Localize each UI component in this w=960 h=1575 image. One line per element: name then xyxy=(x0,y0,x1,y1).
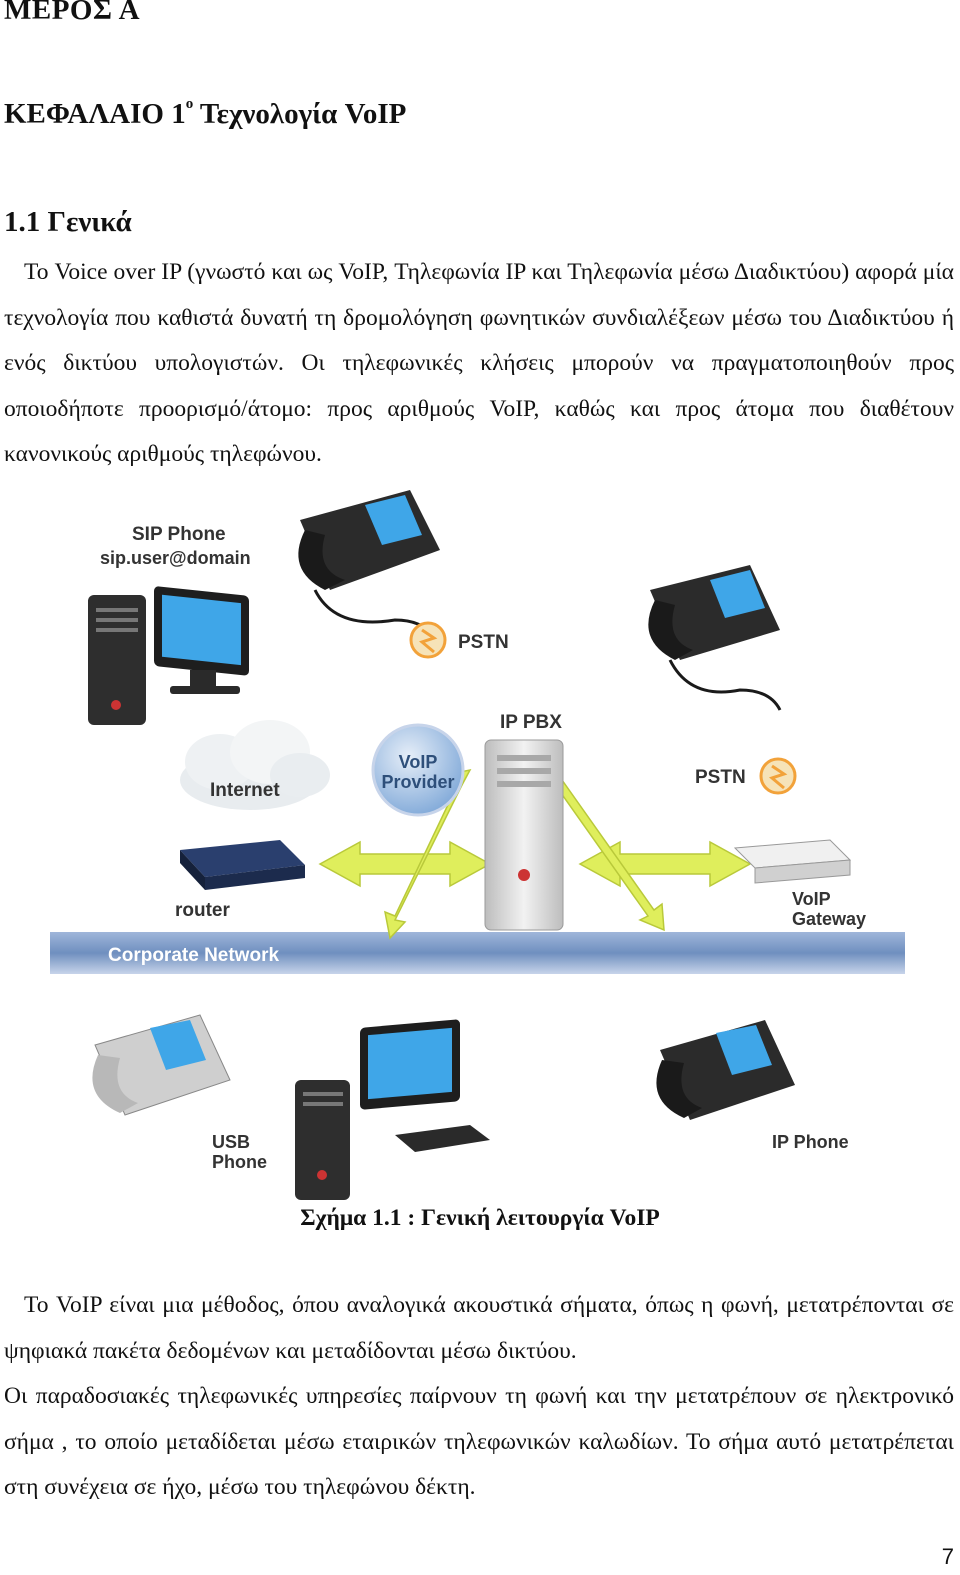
chapter-prefix: ΚΕΦΑΛΑΙΟ 1 xyxy=(4,98,186,130)
voip-provider-label-2: Provider xyxy=(381,772,454,792)
part-title: ΜΕΡΟΣ Α xyxy=(4,0,141,26)
router-label: router xyxy=(175,900,231,921)
sip-address-label: sip.user@domain xyxy=(100,548,251,568)
traditional-telephony-text: Οι παραδοσιακές τηλεφωνικές υπηρεσίες πα… xyxy=(4,1383,954,1500)
desk-phone-right-top xyxy=(648,565,782,711)
voip-provider-icon: VoIP Provider xyxy=(371,723,465,817)
bottom-computer xyxy=(295,1019,490,1200)
voip-provider-label-1: VoIP xyxy=(399,752,438,772)
chapter-title: ΚΕΦΑΛΑΙΟ 1ο Τεχνολογία VoIP xyxy=(4,96,407,131)
pstn-icon xyxy=(409,621,447,659)
pstn-top-label: PSTN xyxy=(458,632,509,653)
corporate-network-bar: Corporate Network xyxy=(50,932,905,974)
chapter-name: Τεχνολογία VoIP xyxy=(193,98,407,130)
ip-pbx-server: IP PBX xyxy=(484,712,564,931)
voip-network-diagram: Corporate Network SIP Phone sip.user@dom… xyxy=(50,490,905,1200)
internet-label: Internet xyxy=(210,780,280,801)
figure-caption: Σχήμα 1.1 : Γενική λειτουργία VoIP xyxy=(300,1205,660,1231)
ip-phone: IP Phone xyxy=(656,1020,849,1152)
usb-phone: USB Phone xyxy=(92,1014,267,1172)
voip-definition-text: Το VoIP είναι μια μέθοδος, όπου αναλογικ… xyxy=(4,1292,954,1364)
internet-cloud-icon: Internet xyxy=(180,720,330,810)
sip-phone-computer: SIP Phone sip.user@domain xyxy=(88,524,251,725)
usb-phone-label-2: Phone xyxy=(212,1152,267,1172)
voip-gateway-label-2: Gateway xyxy=(792,909,866,929)
page-number: 7 xyxy=(941,1544,954,1569)
chapter-ordinal: ο xyxy=(185,96,194,113)
usb-phone-label-1: USB xyxy=(212,1132,250,1152)
voip-gateway-label-1: VoIP xyxy=(792,889,831,909)
router-icon: router xyxy=(175,840,305,921)
section-title: 1.1 Γενικά xyxy=(4,206,132,238)
ip-phone-label: IP Phone xyxy=(772,1132,849,1152)
sip-phone-label: SIP Phone xyxy=(132,524,226,545)
intro-paragraph: Το Voice over IP (γνωστό και ως VoIP, Τη… xyxy=(4,250,954,478)
voip-gateway-icon: VoIP Gateway xyxy=(733,839,866,929)
pstn-right-icon xyxy=(759,757,797,795)
corporate-network-label: Corporate Network xyxy=(108,945,279,966)
intro-text: Το Voice over IP (γνωστό και ως VoIP, Τη… xyxy=(4,259,954,467)
pstn-right-label: PSTN xyxy=(695,767,746,788)
ip-pbx-label: IP PBX xyxy=(500,712,562,733)
second-paragraph: Το VoIP είναι μια μέθοδος, όπου αναλογικ… xyxy=(4,1283,954,1511)
arrow-icon xyxy=(318,768,752,940)
desk-phone-top xyxy=(298,490,440,641)
